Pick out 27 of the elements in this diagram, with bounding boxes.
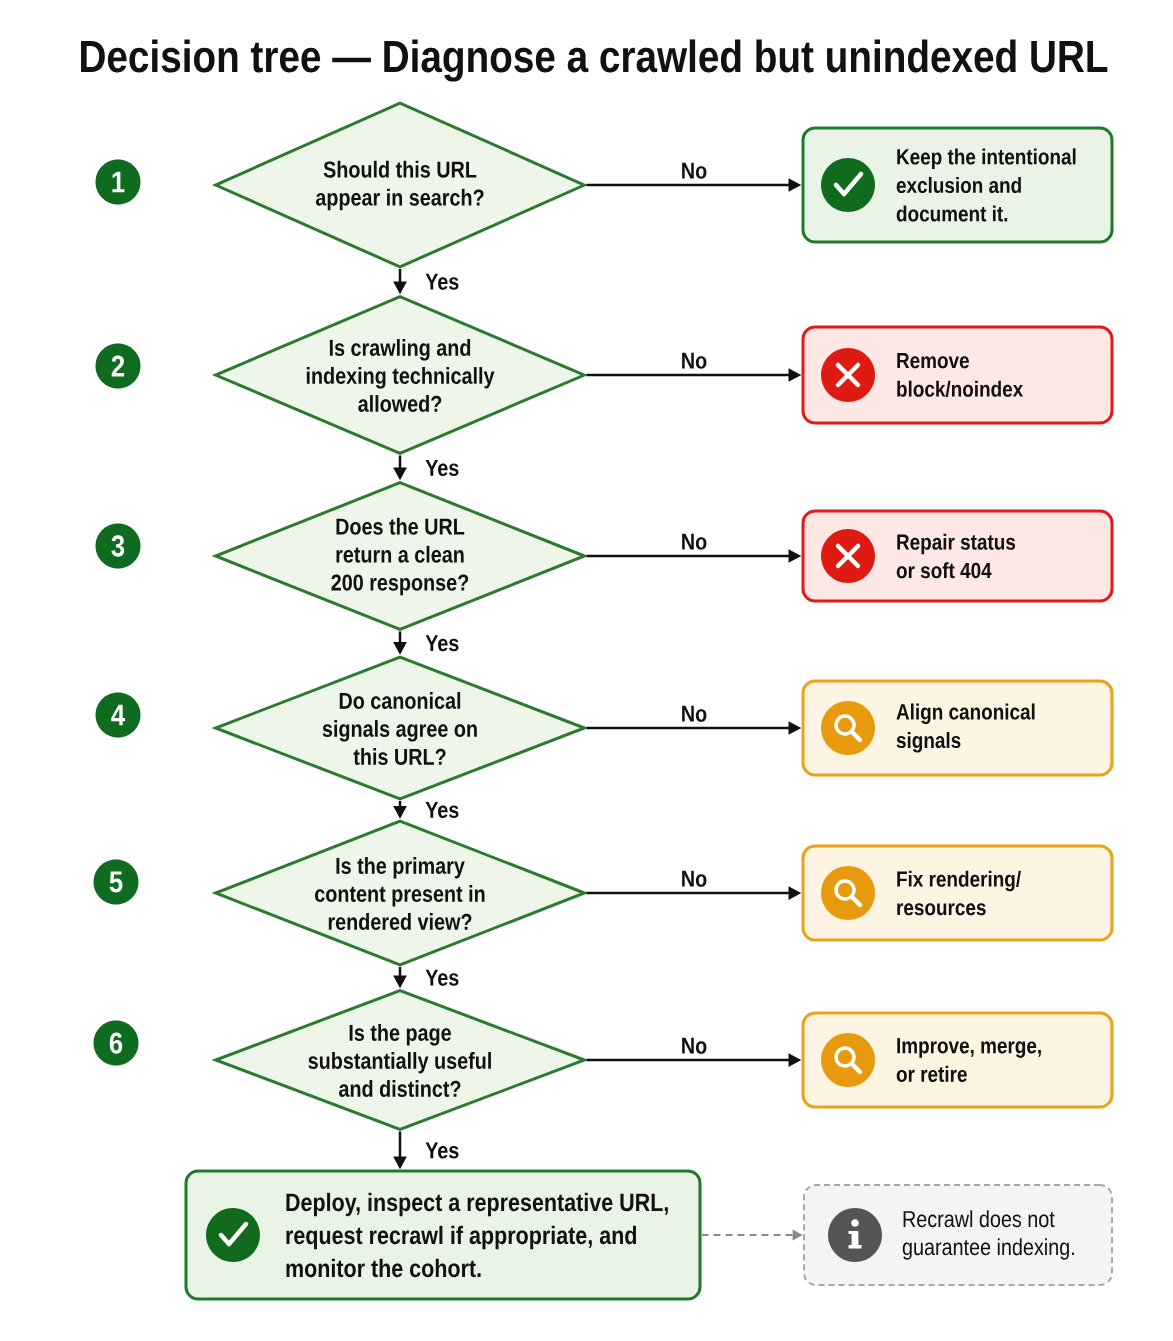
result-box: Align canonical signals: [801, 679, 1114, 777]
edge-label: Yes: [425, 1142, 459, 1159]
edge-label: No: [682, 705, 707, 722]
edge-label: No: [682, 1037, 707, 1054]
title: Decision tree — Diagnose a crawled but unindexed URL: [81, 39, 1108, 82]
edge-label: Yes: [425, 460, 459, 477]
edge-label: No: [682, 162, 707, 179]
note-box: Recrawl does not guarantee indexing.: [803, 1184, 1113, 1286]
result-box: Improve, merge, or retire: [801, 1011, 1114, 1109]
edge-label: No: [682, 352, 707, 369]
step-number: 3: [95, 523, 141, 569]
edge-label: Yes: [425, 802, 459, 819]
edge-label: Yes: [425, 273, 459, 290]
step-number: 5: [93, 859, 139, 905]
step-number: 4: [95, 692, 141, 738]
action-box: Deploy, inspect a representative URL, request recrawl if appropriate, and monitor the cohort.: [184, 1169, 702, 1301]
edge-label: Yes: [425, 969, 459, 986]
step-number: 6: [93, 1020, 139, 1066]
result-box: Repair status or soft 404: [801, 509, 1114, 603]
edge-label: Yes: [425, 635, 459, 652]
edge-label: No: [682, 870, 707, 887]
step-number: 1: [95, 159, 141, 205]
edge-label: No: [682, 533, 707, 550]
result-box: Remove block/noindex: [801, 325, 1114, 425]
result-box: Fix rendering/ resources: [801, 844, 1114, 942]
step-number: 2: [95, 343, 141, 389]
result-box: Keep the intentional exclusion and document it.: [801, 126, 1114, 244]
